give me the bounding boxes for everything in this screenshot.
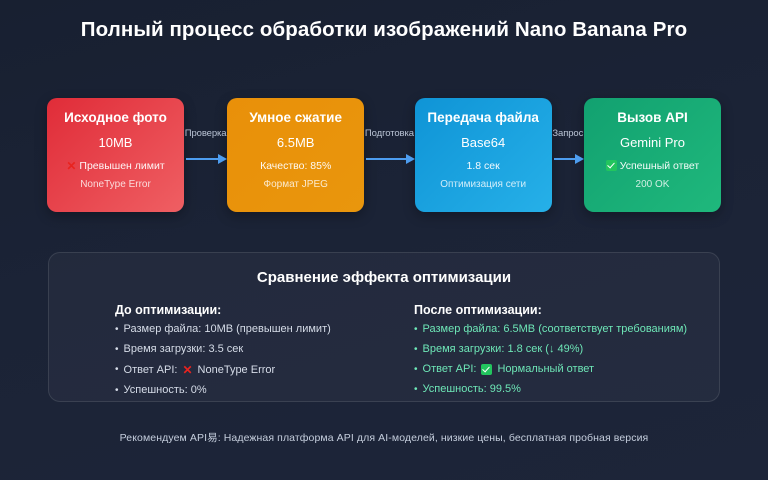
- card-title: Исходное фото: [64, 110, 167, 125]
- card-main-value: Base64: [461, 134, 506, 150]
- x-mark-icon: ✕: [66, 158, 77, 173]
- comparison-panel-title: Сравнение эффекта оптимизации: [256, 269, 512, 286]
- card-sub-text: Формат JPEG: [263, 178, 328, 190]
- list-item-label: Время загрузки: 1.8 сек (↓ 49%): [422, 343, 584, 355]
- list-item-label: Успешность: 0%: [123, 384, 207, 396]
- flow-connector-2: Подготовка: [364, 98, 415, 212]
- arrow-right-icon: [184, 154, 228, 164]
- footer-text: Рекомендуем API易: Надежная платформа API…: [119, 432, 649, 444]
- x-mark-icon: ✕: [182, 363, 193, 377]
- list-item-value: Нормальный ответ: [497, 363, 595, 375]
- check-mark-icon: [481, 364, 493, 375]
- list-item: • Ответ API: ✕ NoneType Error: [115, 364, 384, 376]
- connector-label: Запрос: [552, 128, 584, 139]
- list-item-label: Размер файла: 10MB (превышен лимит): [123, 323, 331, 335]
- card-sub-text: NoneType Error: [80, 178, 151, 190]
- card-status-text: 1.8 сек: [466, 159, 500, 172]
- list-item-label: Успешность: 99.5%: [422, 383, 521, 395]
- list-item-label: Ответ API:: [422, 363, 477, 375]
- bullet-icon: •: [414, 363, 418, 375]
- list-item-label: Размер файла: 6.5MB (соответствует требо…: [422, 323, 688, 335]
- card-status-text: Качество: 85%: [260, 159, 332, 172]
- bullet-icon: •: [414, 323, 418, 335]
- list-item: • Успешность: 99.5%: [414, 384, 707, 395]
- process-flow: Исходное фото 10MB ✕ Превышен лимит None…: [47, 98, 721, 212]
- after-list: • Размер файла: 6.5MB (соответствует тре…: [402, 324, 707, 395]
- card-title: Передача файла: [427, 110, 539, 125]
- card-main-value: 6.5MB: [276, 134, 315, 150]
- bullet-icon: •: [115, 323, 119, 335]
- list-item: • Ответ API: Нормальный ответ: [414, 364, 707, 375]
- flow-card-source-photo[interactable]: Исходное фото 10MB ✕ Превышен лимит None…: [47, 98, 184, 212]
- card-title: Вызов API: [617, 110, 688, 125]
- comparison-column-before: До оптимизации: • Размер файла: 10MB (пр…: [61, 303, 384, 405]
- list-item: • Размер файла: 10MB (превышен лимит): [115, 324, 384, 335]
- card-main-value: 10MB: [98, 134, 133, 150]
- column-heading: До оптимизации:: [115, 303, 222, 317]
- bullet-icon: •: [414, 383, 418, 395]
- list-item-label: Время загрузки: 3.5 сек: [123, 343, 244, 355]
- card-status-line: 1.8 сек: [467, 160, 500, 172]
- bullet-icon: •: [115, 364, 119, 375]
- before-list: • Размер файла: 10MB (превышен лимит) • …: [61, 324, 384, 396]
- column-heading: После оптимизации:: [414, 303, 542, 317]
- bullet-icon: •: [115, 384, 119, 396]
- check-mark-icon: [605, 160, 617, 172]
- bullet-icon: •: [414, 343, 418, 355]
- list-item: • Успешность: 0%: [115, 385, 384, 396]
- flow-card-api-call[interactable]: Вызов API Gemini Pro Успешный ответ 200 …: [583, 98, 721, 212]
- comparison-column-after: После оптимизации: • Размер файла: 6.5MB…: [384, 303, 707, 405]
- list-item-label: Ответ API:: [123, 363, 178, 376]
- flow-card-file-transfer[interactable]: Передача файла Base64 1.8 сек Оптимизаци…: [414, 98, 552, 212]
- connector-label: Подготовка: [364, 128, 414, 139]
- card-title: Умное сжатие: [249, 110, 342, 125]
- card-sub-text: 200 OK: [635, 178, 670, 190]
- list-item: • Размер файла: 6.5MB (соответствует тре…: [414, 324, 707, 335]
- comparison-panel: Сравнение эффекта оптимизации До оптимиз…: [48, 252, 720, 402]
- bullet-icon: •: [115, 343, 119, 355]
- flow-connector-1: Проверка: [184, 98, 228, 212]
- flow-connector-3: Запрос: [552, 98, 584, 212]
- flow-card-smart-compression[interactable]: Умное сжатие 6.5MB Качество: 85% Формат …: [227, 98, 365, 212]
- list-item: • Время загрузки: 3.5 сек: [115, 344, 384, 355]
- arrow-right-icon: [552, 154, 584, 164]
- card-status-text: Превышен лимит: [79, 159, 165, 172]
- page-title: Полный процесс обработки изображений Nan…: [80, 18, 688, 41]
- arrow-right-icon: [364, 154, 415, 164]
- card-status-text: Успешный ответ: [619, 159, 700, 172]
- connector-label: Проверка: [184, 128, 227, 139]
- card-status-line: ✕ Превышен лимит: [66, 160, 164, 172]
- list-item: • Время загрузки: 1.8 сек (↓ 49%): [414, 344, 707, 355]
- comparison-columns: До оптимизации: • Размер файла: 10MB (пр…: [49, 303, 719, 405]
- card-status-line: Качество: 85%: [260, 160, 331, 172]
- card-sub-text: Оптимизация сети: [440, 178, 527, 190]
- card-status-line: Успешный ответ: [605, 159, 700, 172]
- card-main-value: Gemini Pro: [619, 134, 685, 150]
- list-item-value: NoneType Error: [197, 363, 276, 376]
